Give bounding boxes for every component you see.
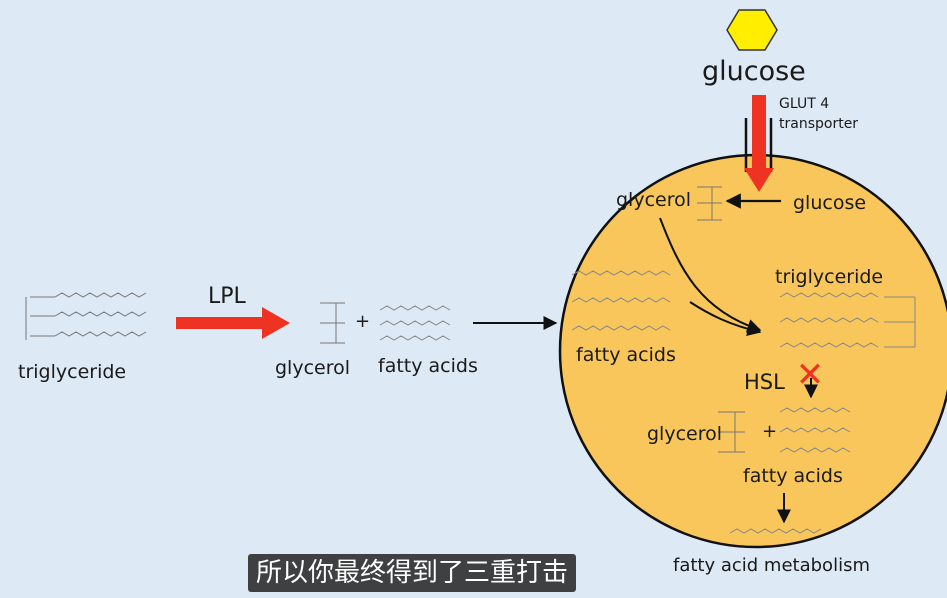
glycerol-molecule-cell-bottom bbox=[718, 411, 745, 453]
cell-fatty-acids-bottom-label: fatty acids bbox=[743, 465, 843, 487]
glut4-label-line1: GLUT 4 bbox=[779, 96, 830, 112]
video-subtitle: 所以你最终得到了三重打击 bbox=[248, 554, 577, 592]
glucose-hexagon-icon bbox=[726, 9, 778, 51]
lpl-red-arrow bbox=[176, 307, 290, 339]
triglyceride-molecule-left bbox=[25, 292, 147, 340]
glycerol-to-triglyceride-arrow bbox=[659, 217, 762, 333]
cell-fatty-acids-label: fatty acids bbox=[576, 344, 676, 366]
cell-glucose-label: glucose bbox=[793, 192, 867, 214]
glucose-top-label: glucose bbox=[702, 56, 806, 87]
fatty-acids-molecule-left bbox=[379, 305, 451, 341]
fatty-acid-metabolism-label: fatty acid metabolism bbox=[673, 555, 870, 576]
triglyceride-label: triglyceride bbox=[18, 361, 127, 383]
cell-glycerol-bottom-label: glycerol bbox=[647, 423, 723, 445]
glycerol-molecule-left bbox=[320, 302, 345, 344]
plus-sign-left: + bbox=[355, 311, 371, 332]
fatty-acids-label: fatty acids bbox=[378, 355, 478, 377]
fatty-acid-molecule-metabolism bbox=[729, 528, 822, 534]
fatty-acids-to-triglyceride-arrow bbox=[689, 301, 762, 336]
hsl-label: HSL bbox=[744, 370, 785, 394]
glycerol-label: glycerol bbox=[275, 357, 351, 379]
plus-sign-cell: + bbox=[762, 421, 778, 442]
cell-glycerol-label: glycerol bbox=[616, 189, 692, 211]
fatty-acids-molecule-cell-bottom bbox=[779, 407, 851, 453]
triglyceride-molecule-cell bbox=[779, 292, 916, 348]
lpl-label: LPL bbox=[208, 284, 246, 309]
glucose-entry-red-arrow bbox=[744, 95, 774, 192]
glycerol-molecule-cell-top bbox=[697, 186, 722, 221]
cell-triglyceride-label: triglyceride bbox=[775, 266, 884, 288]
glut4-label-line2: transporter bbox=[779, 116, 859, 132]
fatty-acids-molecule-cell bbox=[571, 270, 671, 331]
hsl-blocked-x-icon: ✕ bbox=[796, 355, 825, 395]
